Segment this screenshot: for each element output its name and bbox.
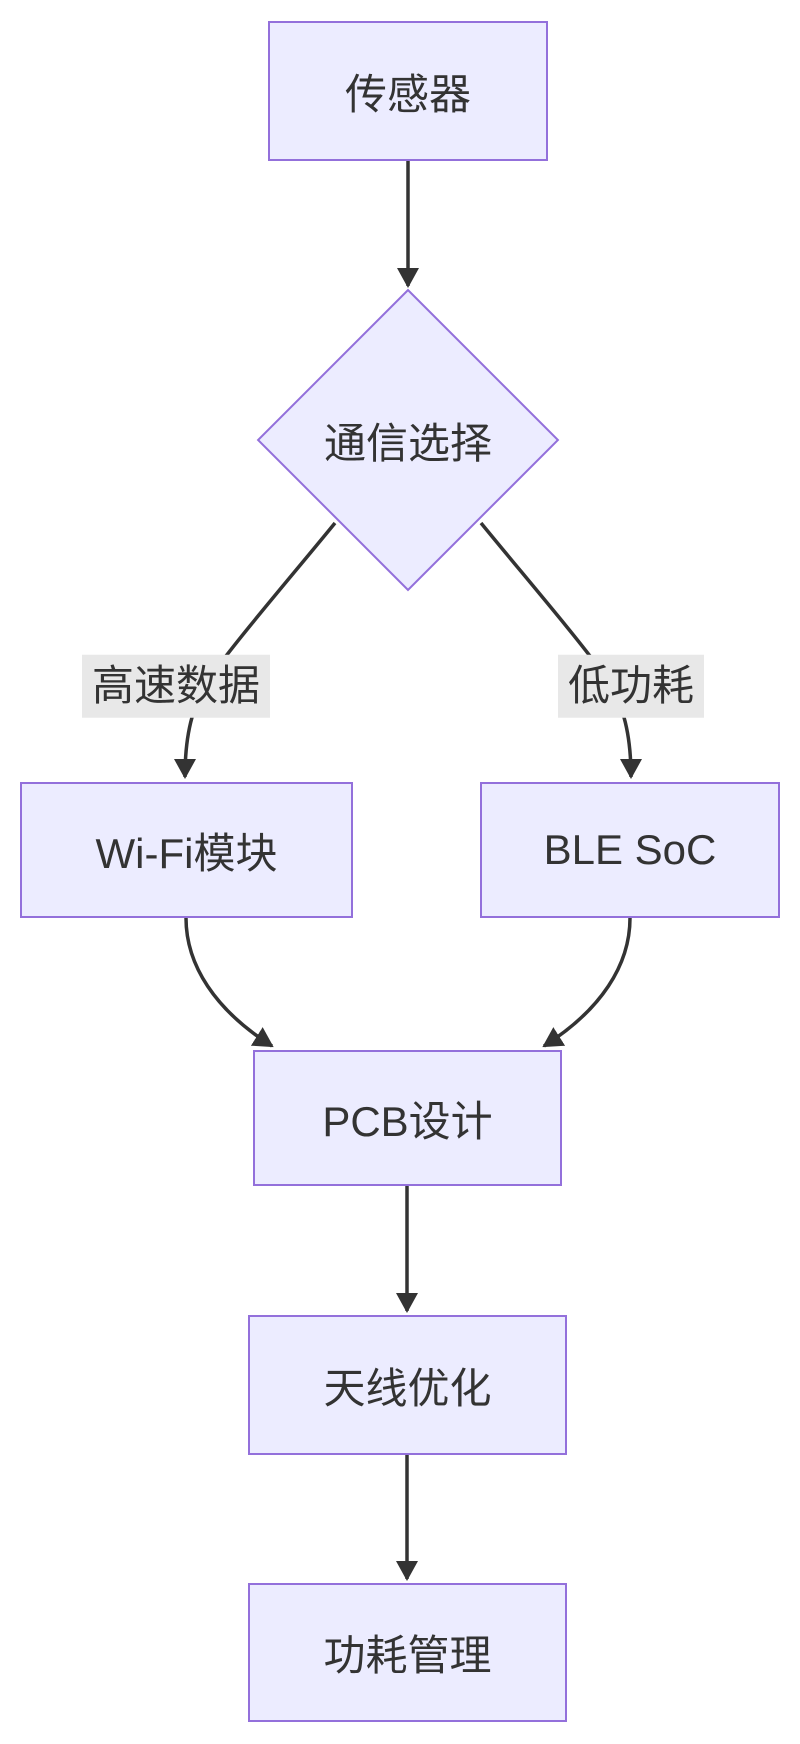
node-pcb-design: PCB设计 [253,1050,562,1186]
node-label: 功耗管理 [323,1632,492,1679]
node-label: 天线优化 [323,1364,492,1412]
edge-ble-to-pcb [542,917,632,1048]
edge-label-low-power: 低功耗 [557,654,705,718]
node-power-management: 功耗管理 [248,1583,567,1722]
node-comm-choice: 通信选择 [256,288,560,592]
edge-label-text: 低功耗 [567,661,695,709]
node-label: 通信选择 [323,419,492,467]
edge-label-high-speed-data: 高速数据 [81,654,271,718]
node-wifi-module: Wi-Fi模块 [20,782,353,918]
node-antenna-optimization: 天线优化 [248,1315,567,1455]
node-label: Wi-Fi模块 [95,829,278,877]
node-label: 传感器 [344,70,471,118]
edge-label-text: 高速数据 [91,661,261,709]
node-label: BLE SoC [543,826,717,873]
node-sensor: 传感器 [268,21,548,161]
edge-wifi-to-pcb [184,917,274,1048]
node-ble-soc: BLE SoC [480,782,780,918]
node-label: PCB设计 [322,1097,493,1145]
